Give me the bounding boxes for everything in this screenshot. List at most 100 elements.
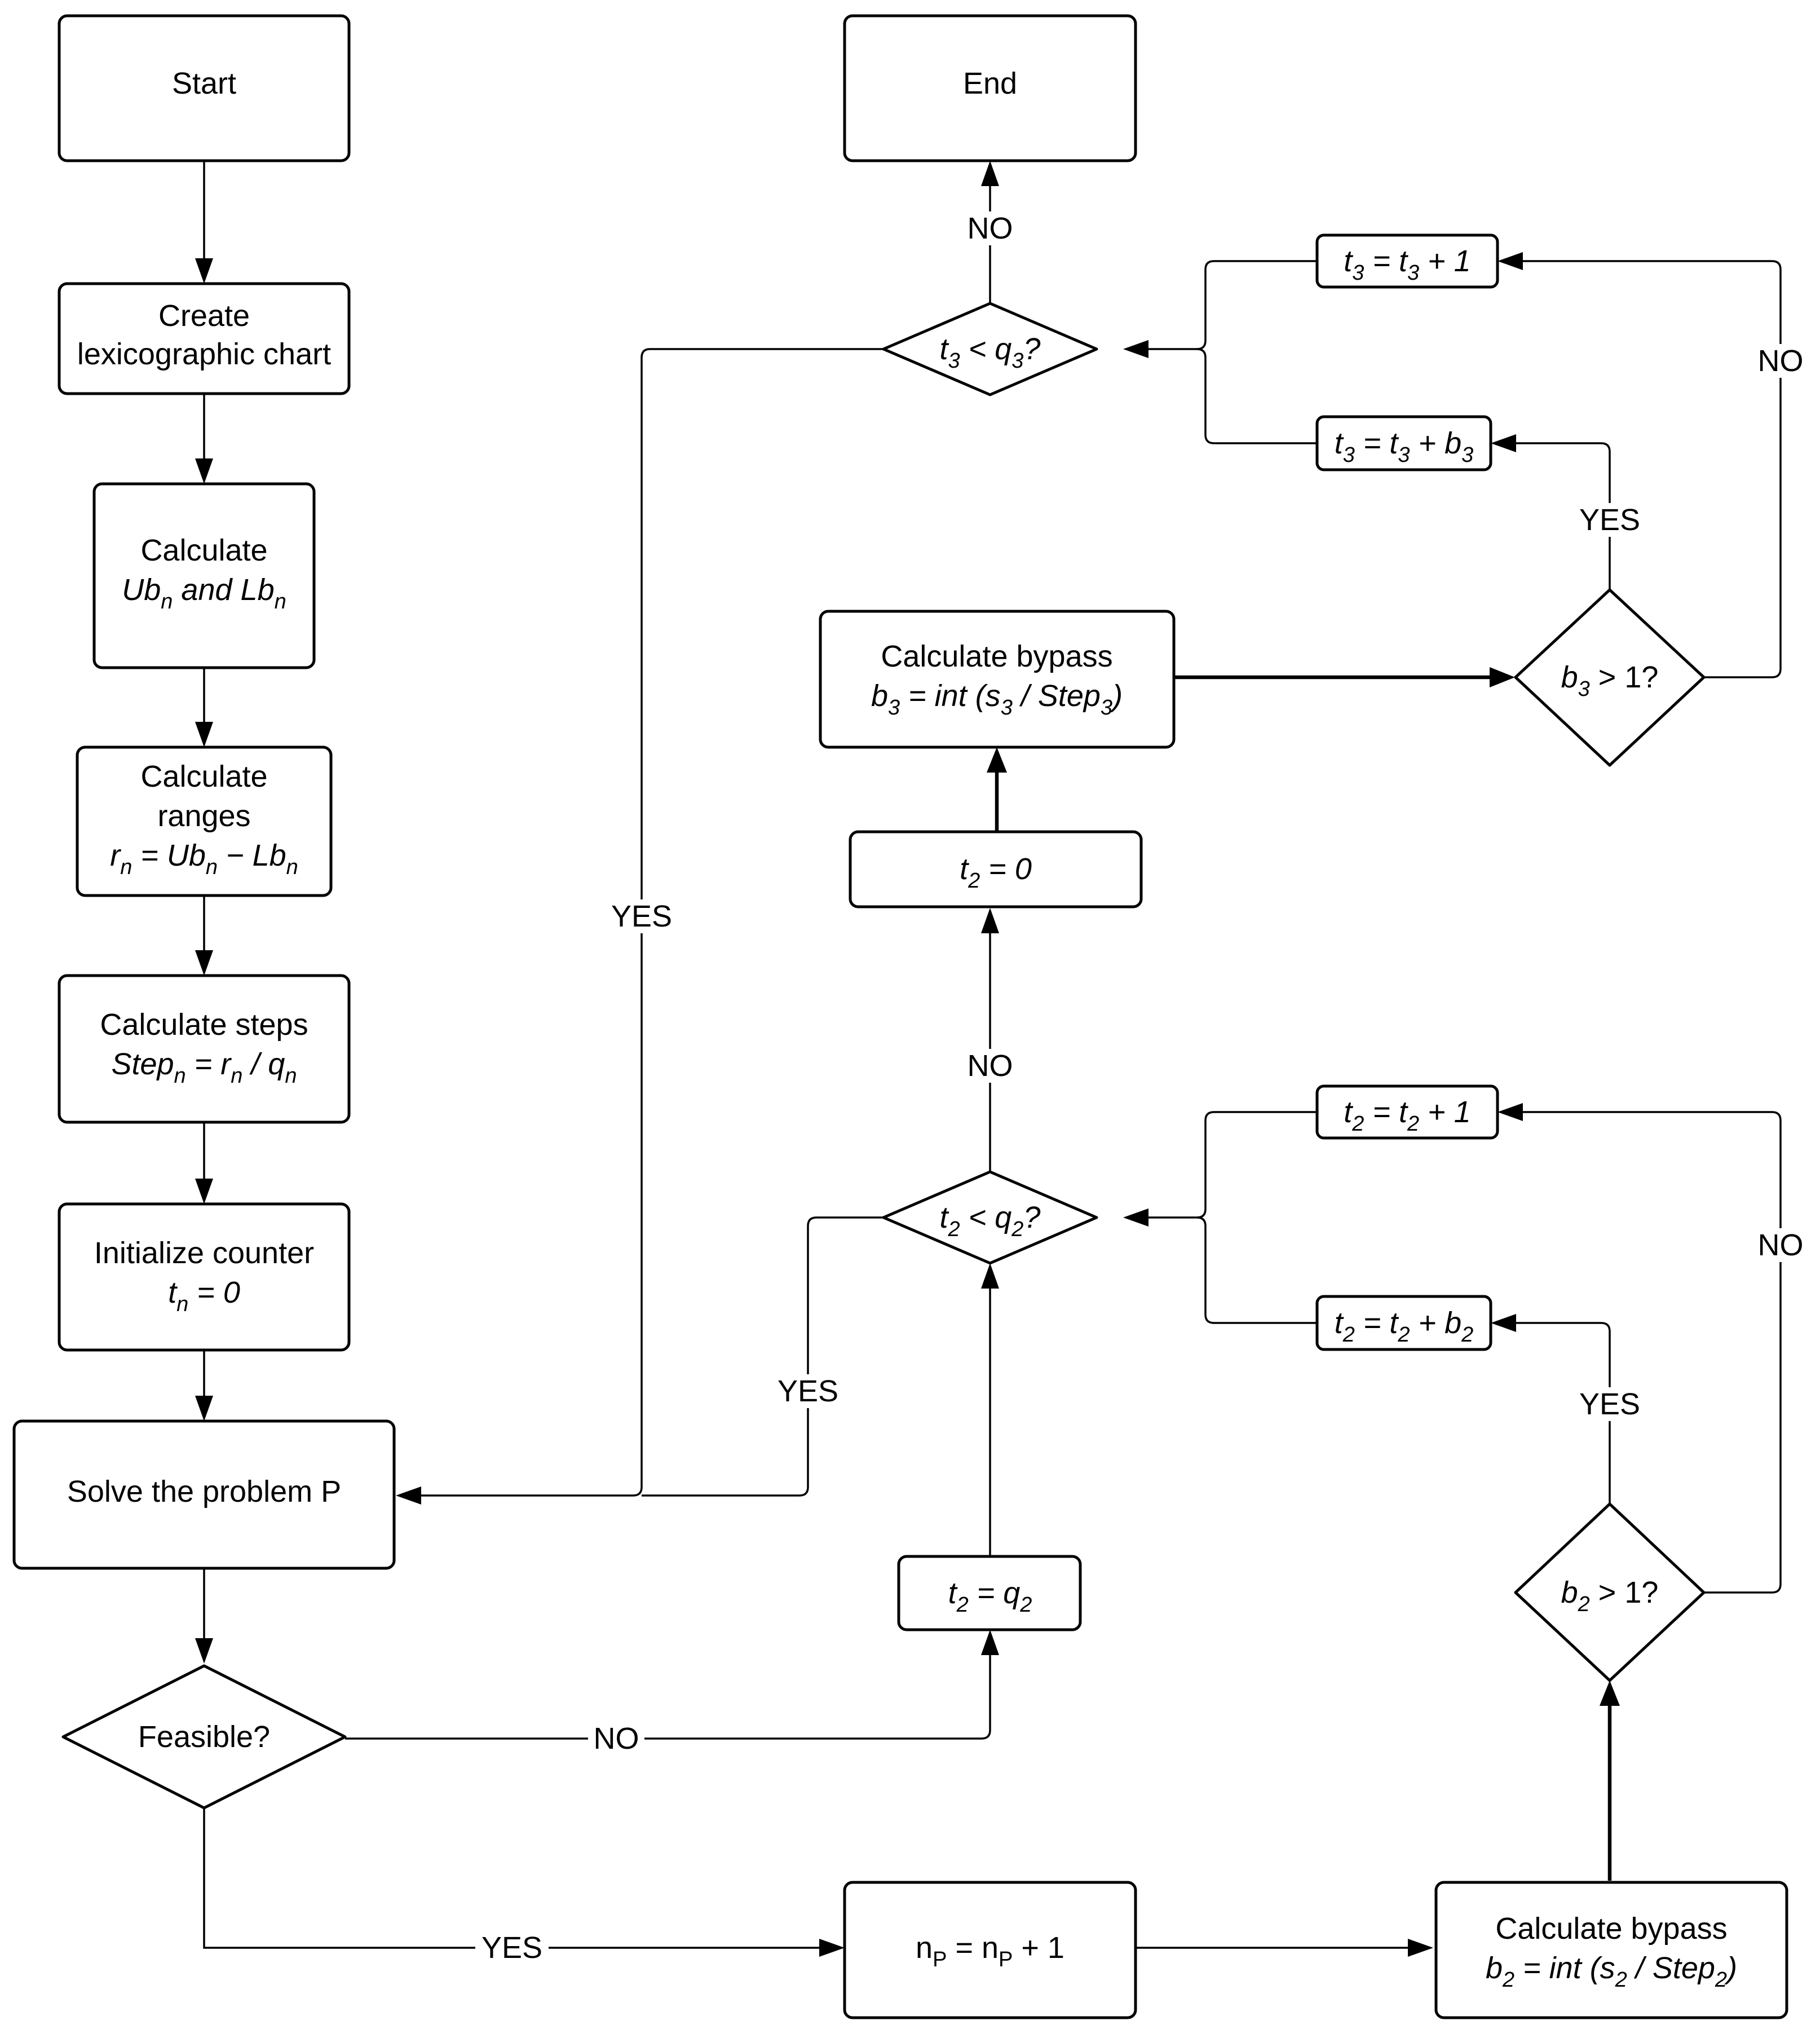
arrowhead bbox=[1123, 340, 1148, 358]
formula-t3-plus-b3: t3 = t3 + b3 bbox=[1335, 426, 1474, 467]
node-init-counter: Initialize counter tn = 0 bbox=[58, 1202, 351, 1352]
edge-label-feasible-yes: YES bbox=[475, 1931, 549, 1965]
edge-label-t3-no: NO bbox=[962, 211, 1018, 245]
formula-b2-check: b2 > 1? bbox=[1561, 1576, 1659, 1616]
node-t3-lt-q3-decision: t3 < q3? bbox=[882, 302, 1098, 396]
arrowhead bbox=[987, 747, 1007, 773]
edge-feasible-no bbox=[345, 1655, 991, 1740]
arrowhead bbox=[1491, 434, 1516, 452]
svg-text:Calculate: Calculate bbox=[140, 760, 267, 793]
edge-labels: NO NO YES YES NO NO YES YES bbox=[475, 211, 1809, 1965]
node-calc-bypass-2: Calculate bypass b2 = int (s2 / Step2) bbox=[1434, 1881, 1788, 2019]
nodes: Start Create lexicographic chart Calcula… bbox=[12, 14, 1788, 2019]
edge-t3plus1-merge bbox=[1148, 260, 1317, 350]
formula-bypass-2: b2 = int (s2 / Step2) bbox=[1486, 1951, 1737, 1992]
arrowhead bbox=[1408, 1939, 1433, 1957]
node-end: End bbox=[843, 14, 1137, 162]
svg-text:Calculate bypass: Calculate bypass bbox=[881, 639, 1112, 673]
svg-text:YES: YES bbox=[1579, 503, 1640, 537]
svg-text:NO: NO bbox=[968, 211, 1013, 245]
arrowhead bbox=[195, 258, 213, 284]
edge-label-b3-yes: YES bbox=[1573, 503, 1646, 537]
formula-steps: Stepn = rn / qn bbox=[111, 1047, 297, 1088]
node-t3-plus-b3: t3 = t3 + b3 bbox=[1315, 415, 1492, 471]
svg-text:NO: NO bbox=[594, 1722, 639, 1755]
arrowhead bbox=[195, 1179, 213, 1204]
formula-t2-plus-b2: t2 = t2 + b2 bbox=[1335, 1306, 1474, 1347]
node-calc-ranges: Calculate ranges rn = Ubn − Lbn bbox=[76, 745, 333, 897]
formula-t3-lt-q3: t3 < q3? bbox=[940, 332, 1041, 373]
arrowhead bbox=[819, 1939, 845, 1957]
arrowhead bbox=[1491, 1314, 1516, 1332]
formula-t2-zero: t2 = 0 bbox=[960, 852, 1032, 893]
edge-label-feasible-no: NO bbox=[588, 1722, 644, 1755]
svg-text:YES: YES bbox=[611, 899, 672, 933]
svg-text:Feasible?: Feasible? bbox=[138, 1720, 270, 1754]
edges bbox=[195, 161, 1782, 1957]
svg-text:lexicographic chart: lexicographic chart bbox=[77, 337, 331, 371]
node-b2-decision: b2 > 1? bbox=[1514, 1502, 1706, 1682]
arrowhead bbox=[1490, 667, 1515, 687]
edge-label-t3-yes: YES bbox=[605, 899, 678, 933]
svg-text:NO: NO bbox=[1758, 344, 1804, 378]
svg-text:Calculate: Calculate bbox=[140, 533, 267, 567]
edge-feasible-yes bbox=[203, 1808, 819, 1949]
arrowhead bbox=[195, 722, 213, 747]
arrowhead bbox=[1497, 1103, 1523, 1121]
arrowhead bbox=[1600, 1680, 1620, 1706]
formula-ranges: rn = Ubn − Lbn bbox=[110, 839, 298, 879]
formula-t2-eq-q2: t2 = q2 bbox=[948, 1576, 1032, 1617]
arrowhead bbox=[1497, 252, 1523, 270]
node-b3-decision: b3 > 1? bbox=[1514, 588, 1706, 767]
formula-bypass-3: b3 = int (s3 / Step3) bbox=[871, 679, 1123, 720]
arrowhead bbox=[981, 161, 999, 186]
node-solve-problem: Solve the problem P bbox=[12, 1419, 396, 1570]
edge-t2plusb2-merge bbox=[1196, 1216, 1317, 1324]
node-create-chart: Create lexicographic chart bbox=[58, 282, 351, 395]
arrowhead bbox=[981, 1630, 999, 1655]
node-feasible-decision: Feasible? bbox=[61, 1664, 347, 1810]
arrowhead bbox=[981, 1263, 999, 1289]
edge-label-t2-yes: YES bbox=[771, 1374, 845, 1408]
node-t2-plus-1: t2 = t2 + 1 bbox=[1315, 1084, 1499, 1140]
node-t2-lt-q2-decision: t2 < q2? bbox=[882, 1170, 1098, 1265]
svg-text:Calculate bypass: Calculate bypass bbox=[1495, 1912, 1727, 1946]
node-t2-zero: t2 = 0 bbox=[849, 830, 1143, 908]
svg-text:ranges: ranges bbox=[157, 799, 250, 833]
arrowhead bbox=[1123, 1208, 1148, 1227]
node-t2-plus-b2: t2 = t2 + b2 bbox=[1315, 1295, 1492, 1351]
svg-text:Start: Start bbox=[172, 67, 236, 100]
formula-t2-plus-1: t2 = t2 + 1 bbox=[1344, 1095, 1470, 1136]
node-t3-plus-1: t3 = t3 + 1 bbox=[1315, 233, 1499, 289]
svg-text:End: End bbox=[963, 67, 1017, 100]
edge-t2plus1-merge bbox=[1148, 1111, 1317, 1219]
svg-text:Solve the problem P: Solve the problem P bbox=[67, 1475, 341, 1508]
arrowhead bbox=[195, 950, 213, 976]
formula-b3-check: b3 > 1? bbox=[1561, 660, 1659, 701]
arrowhead bbox=[396, 1486, 421, 1505]
svg-text:YES: YES bbox=[1579, 1387, 1640, 1421]
node-start: Start bbox=[58, 14, 351, 162]
arrowhead bbox=[981, 908, 999, 933]
edge-b2-no bbox=[1523, 1111, 1782, 1594]
svg-text:YES: YES bbox=[778, 1374, 838, 1408]
node-calc-steps: Calculate steps Stepn = rn / qn bbox=[58, 974, 351, 1124]
svg-text:NO: NO bbox=[1758, 1228, 1804, 1262]
edge-t3plusb3-merge bbox=[1196, 348, 1317, 444]
edge-t2-yes bbox=[642, 1216, 884, 1497]
node-calc-bounds: Calculate Ubn and Lbn bbox=[92, 482, 316, 669]
formula-t2-lt-q2: t2 < q2? bbox=[940, 1201, 1041, 1241]
svg-text:Initialize counter: Initialize counter bbox=[94, 1236, 314, 1270]
formula-np: nP = nP + 1 bbox=[916, 1931, 1064, 1971]
edge-label-b2-no: NO bbox=[1752, 1228, 1809, 1262]
arrowhead bbox=[195, 458, 213, 484]
node-np-update: nP = nP + 1 bbox=[843, 1881, 1137, 2019]
formula-init: tn = 0 bbox=[168, 1276, 240, 1316]
node-calc-bypass-3: Calculate bypass b3 = int (s3 / Step3) bbox=[819, 610, 1176, 749]
svg-text:Calculate steps: Calculate steps bbox=[100, 1008, 308, 1042]
svg-text:YES: YES bbox=[481, 1931, 542, 1965]
edge-b3-yes bbox=[1516, 442, 1611, 590]
arrowhead bbox=[195, 1638, 213, 1664]
node-t2-eq-q2: t2 = q2 bbox=[897, 1555, 1082, 1631]
